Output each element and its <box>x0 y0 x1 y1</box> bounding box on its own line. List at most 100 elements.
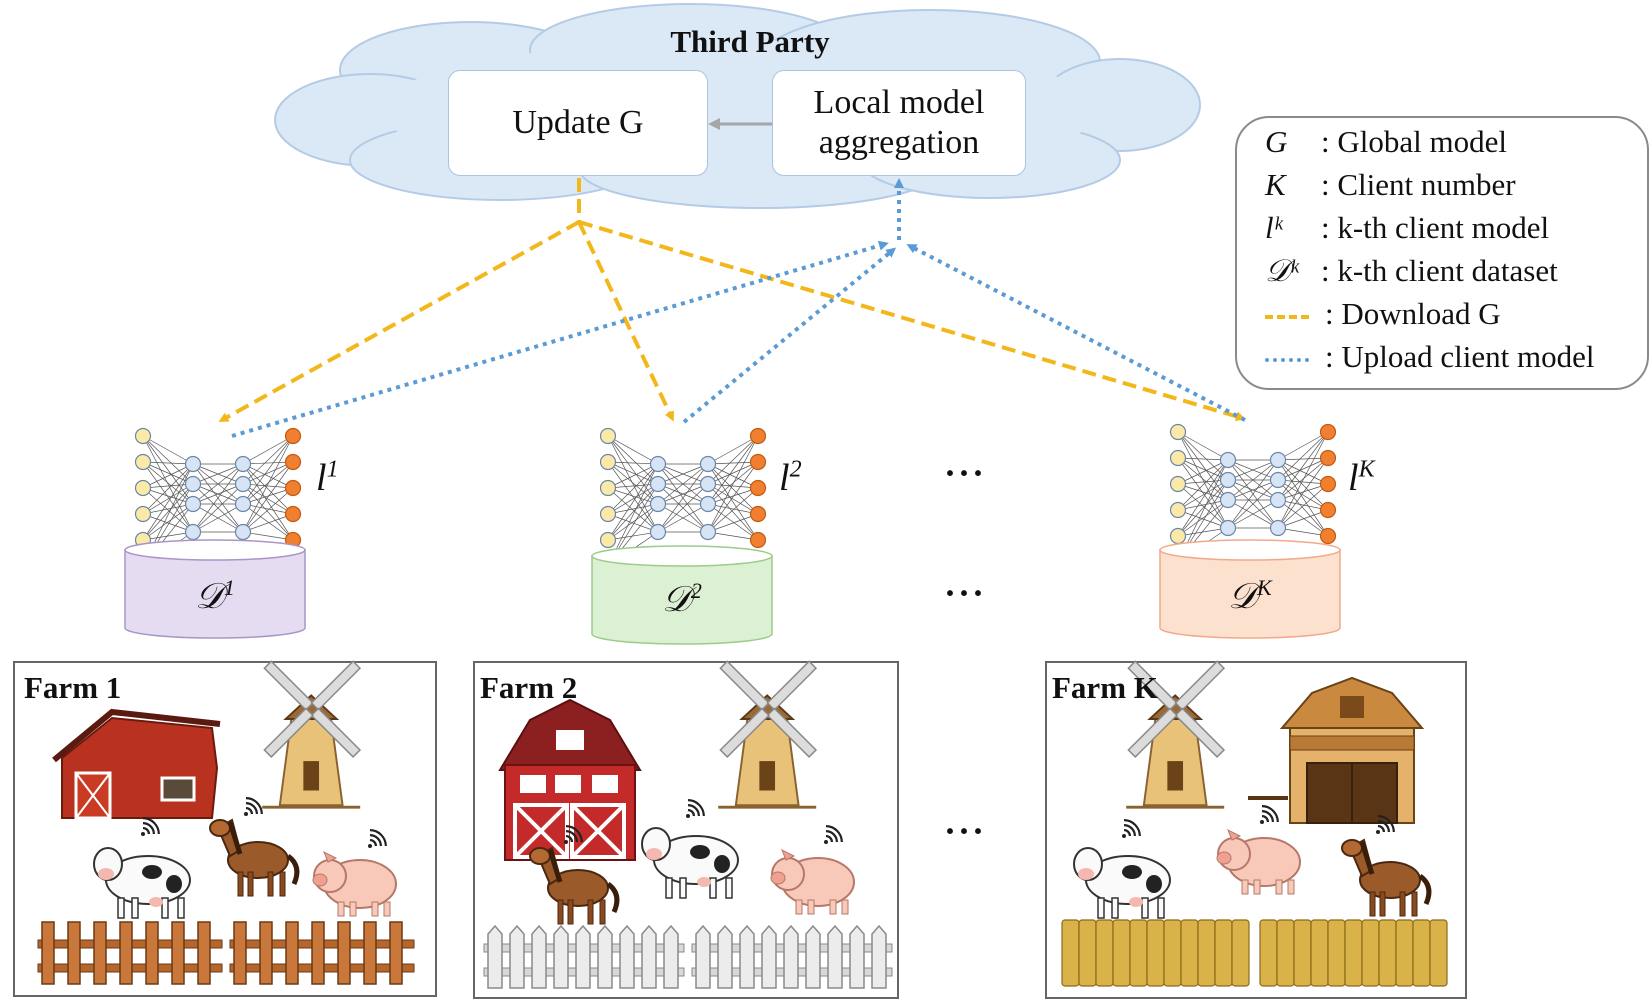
nn-edge <box>242 435 294 505</box>
cow-leg <box>679 877 687 899</box>
cow-leg <box>131 897 139 919</box>
nn-edge <box>607 487 659 533</box>
fence-post <box>663 924 679 989</box>
wifi-arc <box>142 822 155 835</box>
nn-node <box>699 495 717 513</box>
nn-edge <box>192 483 244 505</box>
horse-leg <box>587 899 594 925</box>
fence-icon <box>1061 919 1250 987</box>
nn-edge <box>1227 499 1279 529</box>
fence-post <box>1163 919 1182 987</box>
nn-node <box>749 453 767 471</box>
horse-icon <box>529 846 620 925</box>
nn-edge <box>707 531 759 541</box>
nn-edge <box>1177 483 1229 501</box>
barn-bench <box>1248 796 1288 800</box>
pig-leg <box>383 901 391 917</box>
nn-edge <box>1277 483 1329 529</box>
legend-item: K: Client number <box>1265 165 1516 205</box>
nn-edge <box>242 531 294 541</box>
nn-node <box>699 523 717 541</box>
legend: G: Global model K: Client number lᵏ: k-t… <box>1235 116 1649 390</box>
pig-leg <box>807 899 815 915</box>
client-model-label-2: l2 <box>779 456 802 499</box>
nn-edge <box>707 487 759 533</box>
nn-edge <box>142 503 194 541</box>
fence-post <box>67 921 81 985</box>
wifi-icon <box>686 799 705 818</box>
nn-node <box>1169 527 1187 545</box>
fence-post <box>1429 919 1448 987</box>
horse-leg <box>599 899 606 925</box>
horse-leg <box>237 871 244 897</box>
nn-edge <box>707 461 759 533</box>
nn-edge <box>707 435 759 465</box>
pig-leg <box>829 899 837 915</box>
nn-edge <box>707 513 759 533</box>
barn-roof <box>52 708 221 763</box>
dataset-cylinder-icon <box>591 545 773 645</box>
nn-edge <box>607 435 659 485</box>
nn-edge <box>607 435 659 533</box>
nn-edge <box>1177 457 1229 461</box>
nn-edge <box>707 461 759 465</box>
windmill-blade <box>1174 707 1226 759</box>
nn-node <box>184 455 202 473</box>
legend-symbol: G <box>1265 124 1288 159</box>
nn-node <box>699 475 717 493</box>
dataset-label-1: 𝒟1 <box>195 575 235 616</box>
windmill-blade <box>1127 660 1178 711</box>
nn-edge <box>607 435 659 465</box>
legend-item: : Upload client model <box>1265 337 1594 377</box>
nn-edge <box>707 461 759 505</box>
windmill-blade <box>1127 707 1178 759</box>
nn-node <box>749 427 767 445</box>
nn-edge <box>607 487 659 505</box>
nn-node <box>1219 519 1237 537</box>
nn-edge <box>242 513 294 533</box>
windmill-blade <box>719 660 770 711</box>
fence-post <box>233 921 247 985</box>
horse-tail <box>286 853 300 886</box>
nn-node <box>1169 449 1187 467</box>
horse-leg <box>1369 891 1376 917</box>
fence-post <box>575 924 591 989</box>
nn-edge <box>707 463 759 489</box>
nn-node <box>599 427 617 445</box>
horse-head <box>209 819 231 837</box>
nn-edge <box>1277 431 1329 481</box>
nn-edge <box>1277 457 1329 501</box>
cow-leg <box>665 877 673 899</box>
nn-node <box>134 479 152 497</box>
nn-node <box>1319 527 1337 545</box>
nn-node <box>1269 471 1287 489</box>
barn-icon <box>52 708 221 820</box>
nn-edge <box>242 461 294 485</box>
cow-leg <box>177 897 185 919</box>
upload-arrows <box>231 178 1246 438</box>
wifi-dot <box>564 840 568 844</box>
fence-icon <box>229 921 415 985</box>
horse-mane <box>547 849 563 883</box>
cow-spot <box>1122 865 1142 879</box>
cylinder-body <box>124 549 306 639</box>
nn-edge <box>1177 527 1229 537</box>
nn-edge <box>1177 457 1229 529</box>
pig-leg <box>841 899 849 915</box>
nn-node <box>649 523 667 541</box>
nn-edge <box>707 503 759 515</box>
pig-ear <box>781 848 796 861</box>
nn-edge <box>607 463 659 489</box>
nn-edge <box>607 513 659 533</box>
pig-icon <box>1216 828 1301 895</box>
fence-post <box>871 924 887 989</box>
wifi-arc <box>369 829 387 847</box>
nn-edge <box>1227 459 1279 501</box>
nn-edge <box>242 461 294 465</box>
nn-edge <box>242 503 294 541</box>
nn-edge <box>242 461 294 505</box>
nn-edge <box>1277 431 1329 501</box>
fence-icon <box>483 924 685 989</box>
legend-symbol: K <box>1265 167 1286 202</box>
cow-udder <box>1129 897 1143 907</box>
